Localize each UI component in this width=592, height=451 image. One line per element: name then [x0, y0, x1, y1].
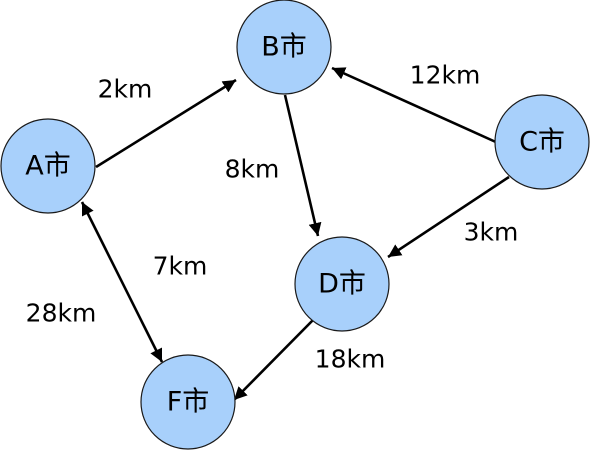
node-f: F市	[140, 354, 236, 450]
label-28km: 28km	[26, 299, 97, 328]
node-a: A市	[0, 118, 96, 214]
node-d-circle	[294, 236, 390, 332]
node-c-circle	[494, 94, 590, 190]
node-f-label: F市	[167, 387, 210, 418]
label-3km: 3km	[464, 218, 519, 247]
edge-d-to-f	[233, 317, 316, 401]
distance-labels-group: 2km 12km 8km 3km 7km 28km 18km	[26, 61, 519, 374]
label-7km: 7km	[153, 252, 208, 281]
label-12km: 12km	[410, 61, 481, 90]
node-c: C市	[494, 94, 590, 190]
node-d-label: D市	[318, 269, 366, 300]
node-b: B市	[236, 0, 332, 95]
node-b-circle	[236, 0, 332, 95]
label-8km: 8km	[225, 155, 280, 184]
edge-a-f-bidirectional	[80, 201, 164, 363]
node-a-circle	[0, 118, 96, 214]
node-a-label: A市	[25, 151, 70, 182]
node-d: D市	[294, 236, 390, 332]
label-18km: 18km	[315, 345, 386, 374]
label-2km: 2km	[98, 75, 153, 104]
edge-c-to-b	[331, 66, 499, 145]
edges-group	[80, 66, 510, 401]
edge-c-to-d	[387, 175, 510, 259]
node-c-label: C市	[519, 127, 565, 158]
edge-b-to-d	[283, 94, 322, 237]
node-f-circle	[140, 354, 236, 450]
node-b-label: B市	[261, 32, 307, 63]
edge-a-to-b	[95, 78, 237, 169]
